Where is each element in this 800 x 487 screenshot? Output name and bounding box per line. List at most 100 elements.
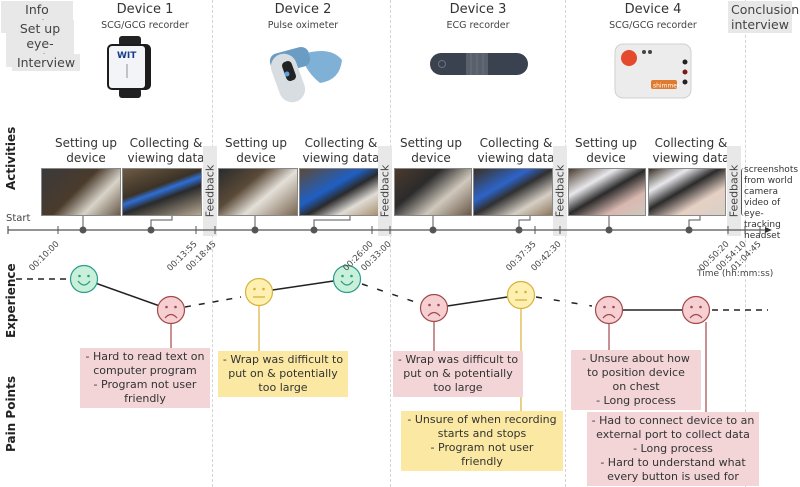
interview-label: Interview (12, 54, 80, 71)
face-eye (350, 274, 353, 278)
activity-setup-label: Setting up device (54, 136, 117, 165)
activity-marker (605, 226, 613, 234)
happy-face-icon (332, 264, 362, 294)
face-eye (612, 305, 615, 309)
device-3-title: Device 3 (449, 2, 507, 17)
activity-marker (515, 226, 523, 234)
start-label: Start (6, 213, 31, 224)
activity-collect-label: Collecting & viewing data (652, 136, 730, 165)
face-eye (262, 287, 265, 291)
device-3-subtitle: ECG recorder (446, 20, 510, 31)
setup-screenshot (41, 168, 121, 216)
time-axis-label: Time (hh:mm:ss) (697, 269, 774, 279)
face-mouth (427, 311, 441, 317)
face-mouth (77, 280, 91, 286)
face-eye (428, 303, 431, 307)
ecg-recorder-image (430, 53, 528, 75)
pain-point-line: every button is used for (607, 470, 739, 483)
face-eye (515, 290, 518, 294)
collect-screenshot (299, 168, 379, 216)
activity-marker (147, 226, 155, 234)
shimmer-recorder-image: shimmer (613, 40, 695, 100)
feedback-label: Feedback (203, 146, 217, 236)
experience-line (361, 283, 419, 304)
face-eye (87, 274, 90, 278)
pain-point-line: - Program not user (430, 441, 534, 454)
setup-screenshot (218, 168, 298, 216)
axis-arrow (765, 227, 772, 233)
activity-collect-label: Collecting & viewing data (302, 136, 380, 165)
activity-collect-label: Collecting & viewing data (127, 136, 205, 165)
activity-connector (518, 216, 531, 230)
svg-text:shimmer: shimmer (653, 83, 680, 90)
experience-line (83, 278, 172, 311)
happy-face-icon (69, 264, 99, 294)
sad-face-icon (681, 295, 711, 325)
separator (565, 0, 566, 487)
face-mouth (602, 313, 616, 319)
activity-connector (688, 216, 701, 230)
feedback-label: Feedback (553, 146, 567, 236)
activity-collect-label: Collecting & viewing data (477, 136, 555, 165)
device-4-title: Device 4 (624, 2, 682, 17)
sad-face-icon (594, 295, 624, 325)
pain-point-line: - Unsure of when recording (407, 413, 557, 426)
face-eye (603, 305, 606, 309)
neutral-face-icon (506, 280, 536, 310)
separator (212, 0, 213, 487)
activity-marker (685, 226, 693, 234)
face-eye (78, 274, 81, 278)
activity-marker (79, 226, 87, 234)
pain-point-line: - Had to connect device to an (591, 414, 755, 427)
face-eye (165, 305, 168, 309)
face-eye (174, 305, 177, 309)
activity-setup-label: Setting up device (574, 136, 637, 165)
face-eye (699, 305, 702, 309)
pain-point-line: put on & potentially (228, 367, 338, 380)
pain-point-line: - Unsure about how (582, 352, 690, 365)
neutral-face-icon (244, 277, 274, 307)
pain-point-line: starts and stops (437, 427, 527, 440)
face-eye (524, 290, 527, 294)
svg-text:WIT: WIT (117, 51, 137, 61)
pain-point-line: computer program (93, 364, 197, 377)
pain-point-line: - Long process (596, 394, 676, 407)
pulse-oximeter-image (260, 35, 345, 107)
experience-line (184, 296, 242, 308)
activity-marker (429, 226, 437, 234)
pain-point-line: - Wrap was difficult to (397, 353, 519, 366)
conclusion-interview-label: Conclusion interview (728, 1, 799, 33)
pain-point-line: - Wrap was difficult to (222, 353, 344, 366)
pain-point-line: on chest (612, 380, 660, 393)
activity-setup-label: Setting up device (399, 136, 462, 165)
screenshot-note-brace (741, 168, 745, 216)
feedback-label: Feedback (378, 146, 392, 236)
collect-screenshot (122, 168, 202, 216)
activity-marker (310, 226, 318, 234)
pain-point-line: too large (433, 381, 483, 394)
face-mouth (340, 280, 354, 286)
separator (745, 0, 746, 487)
face-eye (341, 274, 344, 278)
pain-point-line: friendly (124, 392, 166, 405)
device-4-subtitle: SCG/GCG recorder (609, 20, 697, 31)
activity-connector (150, 216, 173, 230)
sad-face-icon (156, 295, 186, 325)
setup-screenshot (394, 168, 472, 216)
screenshot-note: screenshots from world camera video of e… (744, 165, 799, 241)
activity-connector (313, 216, 351, 230)
pain-point-line: put on & potentially (403, 367, 513, 380)
face-eye (437, 303, 440, 307)
pain-point-line: - Hard to understand what (600, 456, 746, 469)
separator (390, 0, 391, 487)
pain-point-line: friendly (461, 455, 503, 468)
experience-line (433, 294, 522, 309)
face-mouth (164, 313, 178, 319)
